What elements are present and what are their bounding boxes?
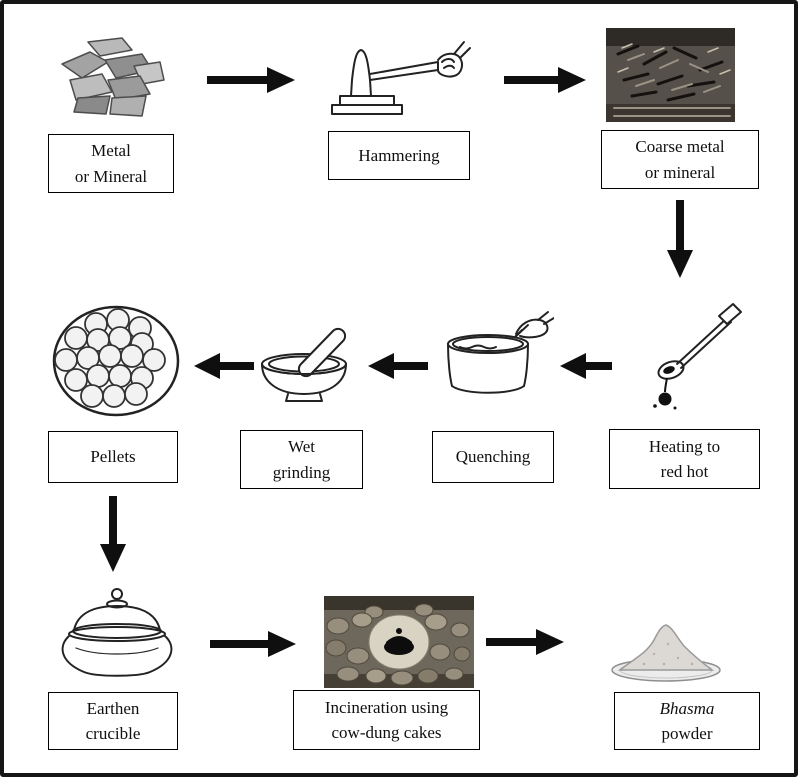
label-text: Hammering <box>358 145 440 165</box>
arrow-coarse-to-heating-icon <box>666 200 694 278</box>
wet-grinding-label-box: Wet grinding <box>240 430 363 489</box>
heating-label-box: Heating to red hot <box>609 429 760 489</box>
arrow-incineration-to-bhasma-icon <box>486 628 564 656</box>
earthen-crucible-icon <box>44 582 190 686</box>
quenching-label-box: Quenching <box>432 431 554 483</box>
label-text: Heating to <box>648 436 721 456</box>
label-text: cow-dung cakes <box>331 723 442 742</box>
label-text: Bhasma <box>659 698 715 718</box>
metal-chunks-icon <box>50 30 172 128</box>
label-text: Metal <box>91 141 131 160</box>
quenching-cup-icon <box>430 310 554 406</box>
label-text: powder <box>661 724 713 743</box>
label-text: Quenching <box>455 447 531 467</box>
pellets-label-box: Pellets <box>48 431 178 483</box>
label-text: Earthen <box>86 698 140 718</box>
incineration-label-box: Incineration using cow-dung cakes <box>293 690 480 750</box>
arrow-wet-grinding-to-pellets-icon <box>194 353 254 379</box>
cow-dung-pit-photo-icon <box>324 596 474 688</box>
metal-label-box: Metal or Mineral <box>48 134 174 193</box>
arrow-quenching-to-wet-grinding-icon <box>368 353 428 379</box>
label-text: Coarse metal <box>635 137 725 156</box>
mortar-pestle-icon <box>254 320 369 406</box>
bhasma-label-box: Bhasma powder <box>614 692 760 750</box>
arrow-hammering-to-coarse-icon <box>504 66 586 94</box>
crucible-label-box: Earthen crucible <box>48 692 178 750</box>
arrow-heating-to-quenching-icon <box>560 353 612 379</box>
coarse-metal-photo-icon <box>604 24 737 126</box>
label-text: or mineral <box>644 162 716 182</box>
label-text: Wet <box>288 437 315 456</box>
label-text: red hot <box>660 462 709 481</box>
pellets-tray-icon <box>50 304 182 418</box>
hammering-label-box: Hammering <box>328 131 470 180</box>
powder-heap-icon <box>604 614 728 686</box>
label-text: Incineration using <box>324 697 449 717</box>
arrow-crucible-to-incineration-icon <box>210 630 296 658</box>
label-text: Pellets <box>90 447 136 467</box>
coarse-metal-label-box: Coarse metal or mineral <box>601 130 759 189</box>
ladle-molten-drop-icon <box>619 302 749 420</box>
arrow-pellets-to-crucible-icon <box>99 496 127 572</box>
arrow-metal-to-hammering-icon <box>207 66 295 94</box>
label-text: grinding <box>272 462 331 482</box>
label-text: crucible <box>85 724 141 743</box>
hammer-and-hand-icon <box>326 38 474 126</box>
label-text: or Mineral <box>74 166 148 186</box>
